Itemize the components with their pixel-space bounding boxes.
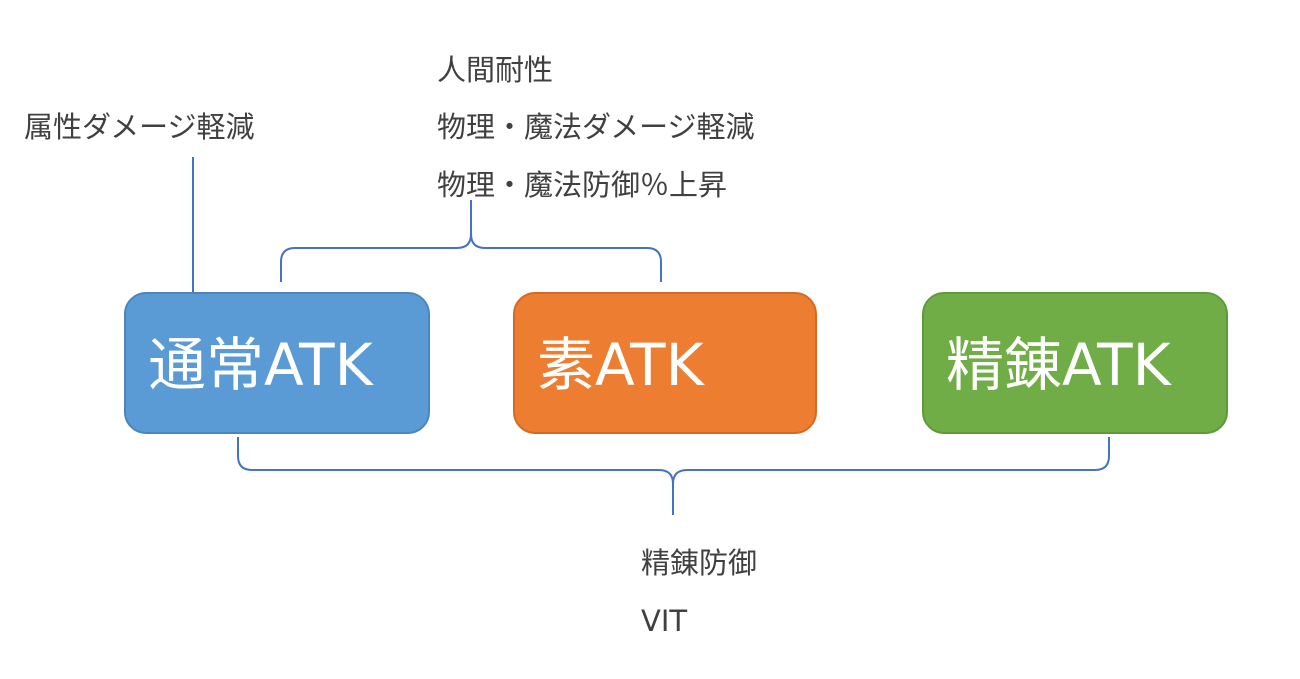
human-resistance-label: 人間耐性 xyxy=(437,53,554,87)
refine-atk-box: 精錬ATK xyxy=(922,292,1228,434)
top-brace xyxy=(280,200,662,282)
refine-defense-label: 精錬防御 xyxy=(641,546,758,580)
vit-label: VIT xyxy=(641,604,688,638)
element-atk-box: 素ATK xyxy=(513,292,817,434)
physical-magic-defense-increase-label: 物理・魔法防御％上昇 xyxy=(437,168,728,202)
normal-atk-box: 通常ATK xyxy=(124,292,430,434)
physical-magic-damage-reduction-label: 物理・魔法ダメージ軽減 xyxy=(437,110,755,144)
attribute-damage-reduction-label: 属性ダメージ軽減 xyxy=(24,110,255,144)
bottom-brace xyxy=(237,437,1110,515)
